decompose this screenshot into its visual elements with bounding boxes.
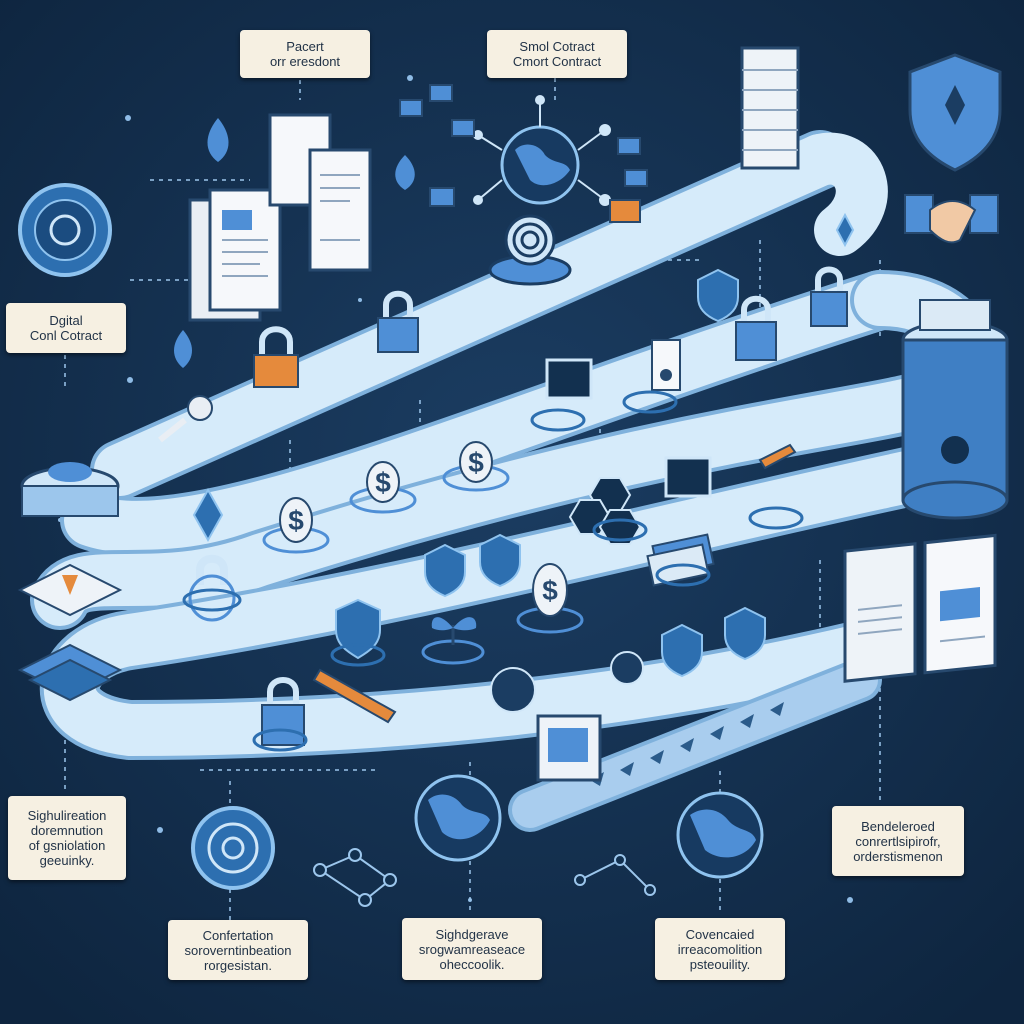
server-stack-icon — [740, 46, 800, 170]
fingerprint-icon — [488, 214, 572, 286]
label-line: Sighulireation — [27, 808, 107, 823]
label-line: Conl Cotract — [29, 328, 103, 343]
label-line: Bendeleroed — [861, 818, 935, 834]
label-line: soroverntinbeation — [184, 942, 292, 958]
label-line: orr eresdont — [269, 54, 341, 69]
label-line: psteouility. — [689, 956, 751, 972]
layers-icon — [17, 462, 123, 702]
svg-text:$: $ — [288, 505, 304, 536]
plant-icon — [421, 617, 485, 665]
svg-text:$: $ — [375, 467, 391, 498]
pen-icon — [312, 443, 797, 724]
hexagon-cluster-icon — [568, 477, 642, 545]
document-icon — [188, 113, 372, 322]
label-line: Sighdgerave — [435, 926, 509, 942]
label-line: Dgital — [49, 313, 83, 328]
leaf-icon — [174, 118, 415, 368]
envelope-icon — [399, 84, 648, 223]
fingerprint-badge-icon — [191, 651, 644, 890]
label-line: Cmort Contract — [512, 54, 602, 69]
database-icon — [901, 299, 1009, 520]
document-icon — [843, 533, 997, 683]
network-icon — [473, 95, 611, 206]
tablet-icon — [536, 358, 712, 782]
shield-icon — [908, 53, 1002, 172]
dollar-coin-icon: $ $ $ $ — [262, 441, 584, 634]
label-line: oheccoolik. — [439, 956, 505, 972]
label-line: Pacert — [286, 39, 324, 54]
network-icon — [313, 848, 656, 907]
label-line: srogwamreaseace — [418, 941, 526, 957]
shield-badge-icon — [335, 268, 766, 678]
label-line: geeuinky. — [39, 853, 95, 868]
label-line: conrertlsipirofr, — [855, 833, 941, 849]
road-arrows — [590, 702, 784, 786]
label-line: Smol Cotract — [519, 39, 595, 54]
label-line: orderstismenon — [853, 848, 943, 864]
label-line: doremnution — [30, 823, 104, 838]
svg-text:$: $ — [468, 447, 484, 478]
label-line: Covencaied — [685, 926, 755, 942]
globe-icon — [414, 774, 764, 879]
label-line: irreacomolition — [677, 941, 763, 957]
handshake-icon — [904, 194, 999, 244]
label-line: rorgesistan. — [204, 957, 272, 973]
padlock-icon — [188, 266, 848, 746]
svg-text:$: $ — [542, 575, 558, 606]
label-line: Confertation — [202, 927, 274, 943]
key-icon — [158, 339, 681, 443]
label-line: of gsniolation — [28, 838, 106, 853]
node-ring-icon — [182, 390, 804, 752]
gear-badge-icon — [18, 183, 112, 277]
